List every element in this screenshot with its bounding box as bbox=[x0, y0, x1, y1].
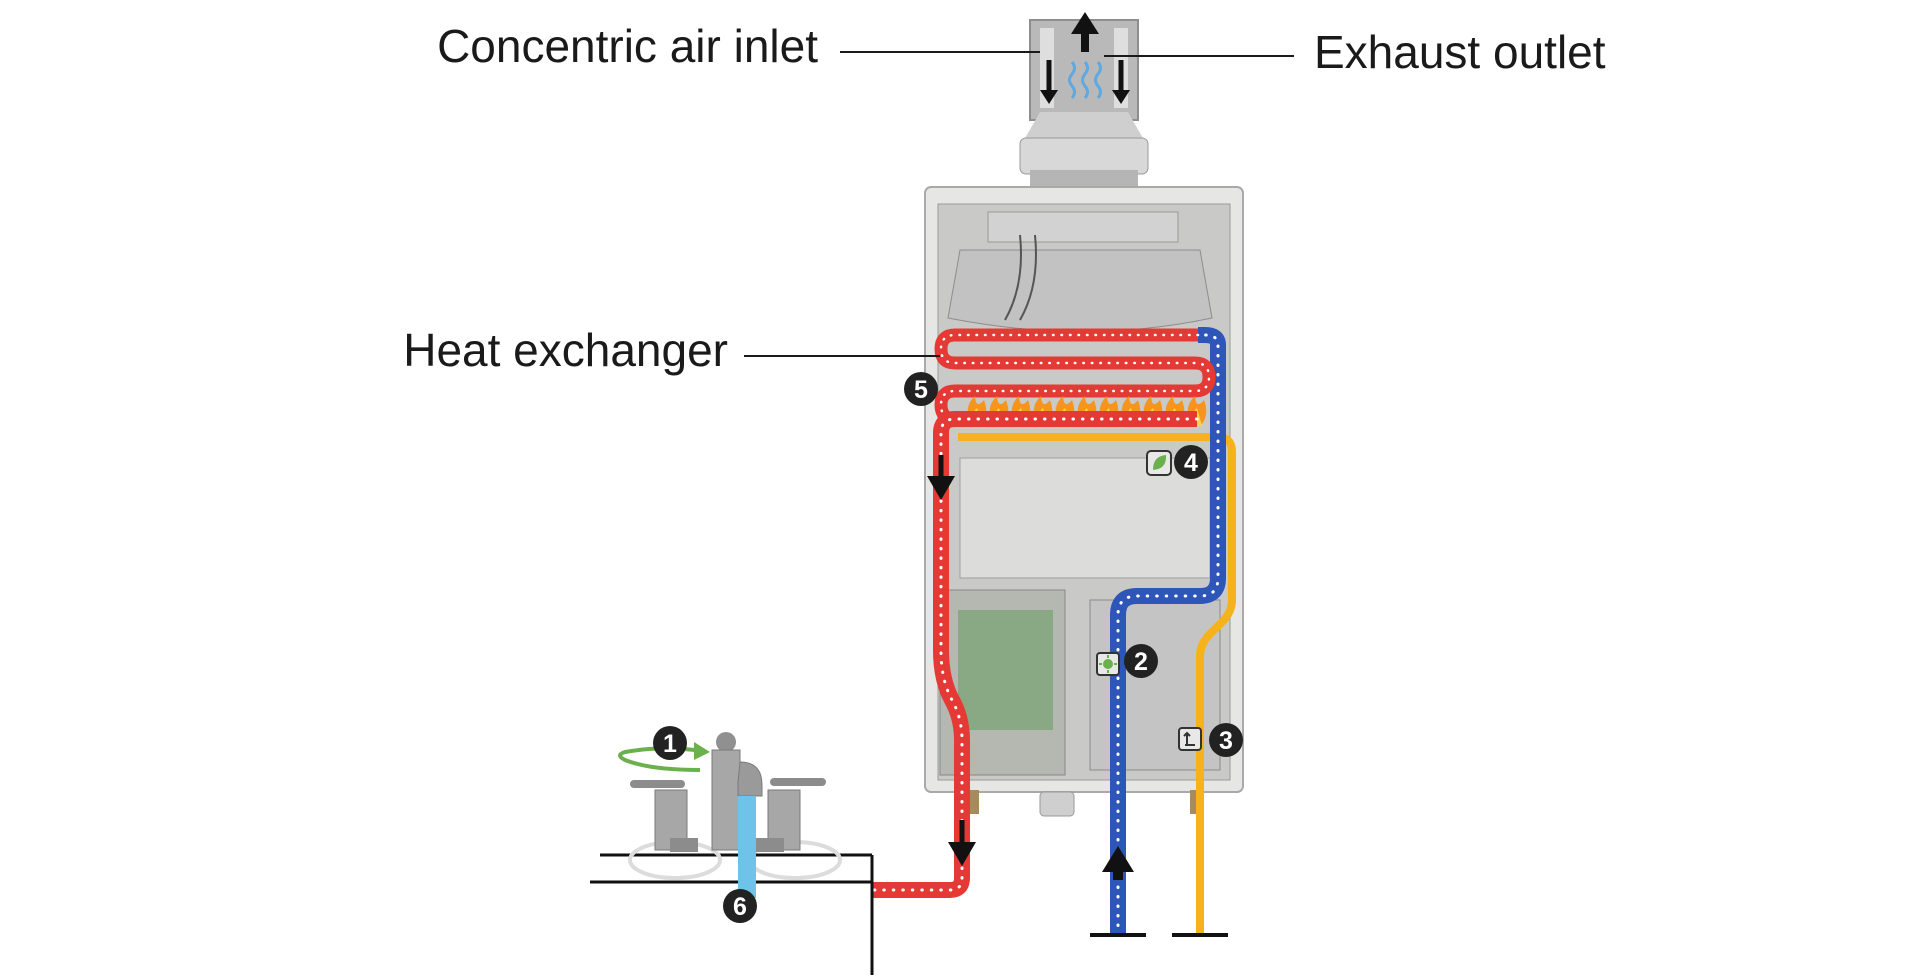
air-inlet-label: Concentric air inlet bbox=[437, 20, 818, 72]
gas-line bbox=[958, 433, 1236, 935]
step-badge-6: 6 bbox=[723, 889, 757, 923]
heat-exchanger-coils bbox=[934, 328, 1216, 426]
eco-leaf-icon bbox=[1146, 450, 1172, 476]
cold-inlet-arrow-icon bbox=[1102, 846, 1134, 880]
intake-arrow-right-icon bbox=[1112, 60, 1130, 104]
svg-text:1: 1 bbox=[663, 730, 677, 758]
step-badge-3: 3 bbox=[1209, 723, 1243, 757]
faucet bbox=[630, 732, 826, 852]
hot-flow-arrow-lower-icon bbox=[948, 820, 976, 866]
svg-text:3: 3 bbox=[1219, 727, 1233, 755]
svg-text:4: 4 bbox=[1184, 449, 1198, 477]
heater-casing bbox=[924, 186, 1244, 817]
exhaust-heat-waves-icon bbox=[1068, 61, 1102, 99]
flow-sensor-icon bbox=[1096, 652, 1120, 676]
hot-flow-arrow-upper-icon bbox=[927, 455, 955, 500]
intake-arrow-left-icon bbox=[1040, 60, 1058, 104]
step-badge-1: 1 bbox=[653, 726, 687, 760]
step-badge-2: 2 bbox=[1124, 644, 1158, 678]
svg-text:6: 6 bbox=[733, 893, 747, 921]
exhaust-arrow-up-icon bbox=[1071, 12, 1099, 52]
gas-valve-icon bbox=[1178, 727, 1202, 751]
step-badge-5: 5 bbox=[904, 372, 938, 406]
heat-exchanger-label: Heat exchanger bbox=[403, 324, 728, 376]
svg-text:5: 5 bbox=[914, 376, 928, 404]
exhaust-label: Exhaust outlet bbox=[1314, 26, 1606, 78]
svg-text:2: 2 bbox=[1134, 648, 1148, 676]
faucet-water-stream bbox=[738, 796, 756, 898]
step-badge-4: 4 bbox=[1174, 445, 1208, 479]
